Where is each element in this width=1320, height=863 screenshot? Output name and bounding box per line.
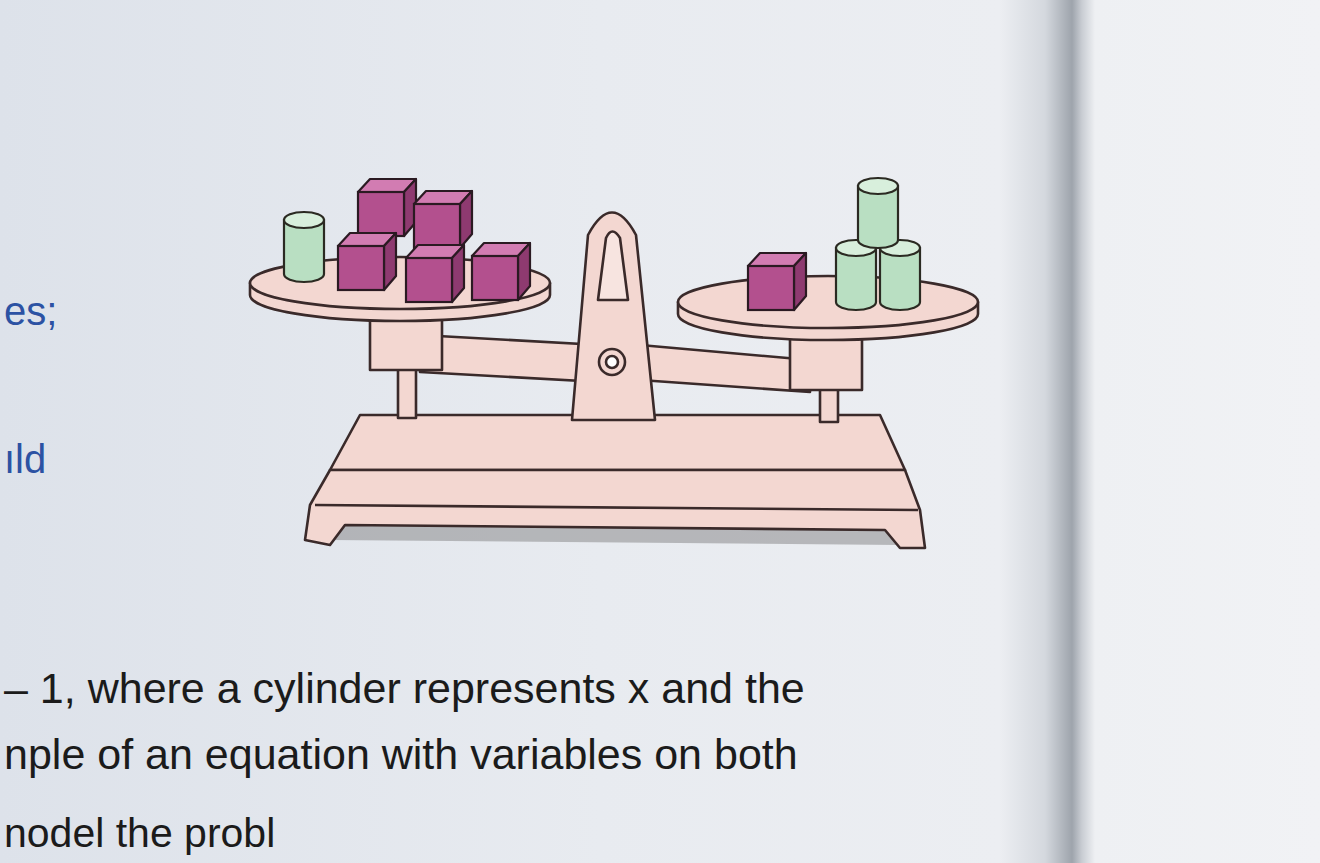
equation-blocks [284,178,920,310]
text-fragment: es; [4,288,57,334]
scale-body [250,213,978,549]
text-fragment: nodel the probl [4,810,275,857]
text-fragment: – 1, where a cylinder represents x and t… [4,664,805,713]
text-fragment: nple of an equation with variables on bo… [4,730,798,779]
text-fragment: ıld [4,436,46,482]
